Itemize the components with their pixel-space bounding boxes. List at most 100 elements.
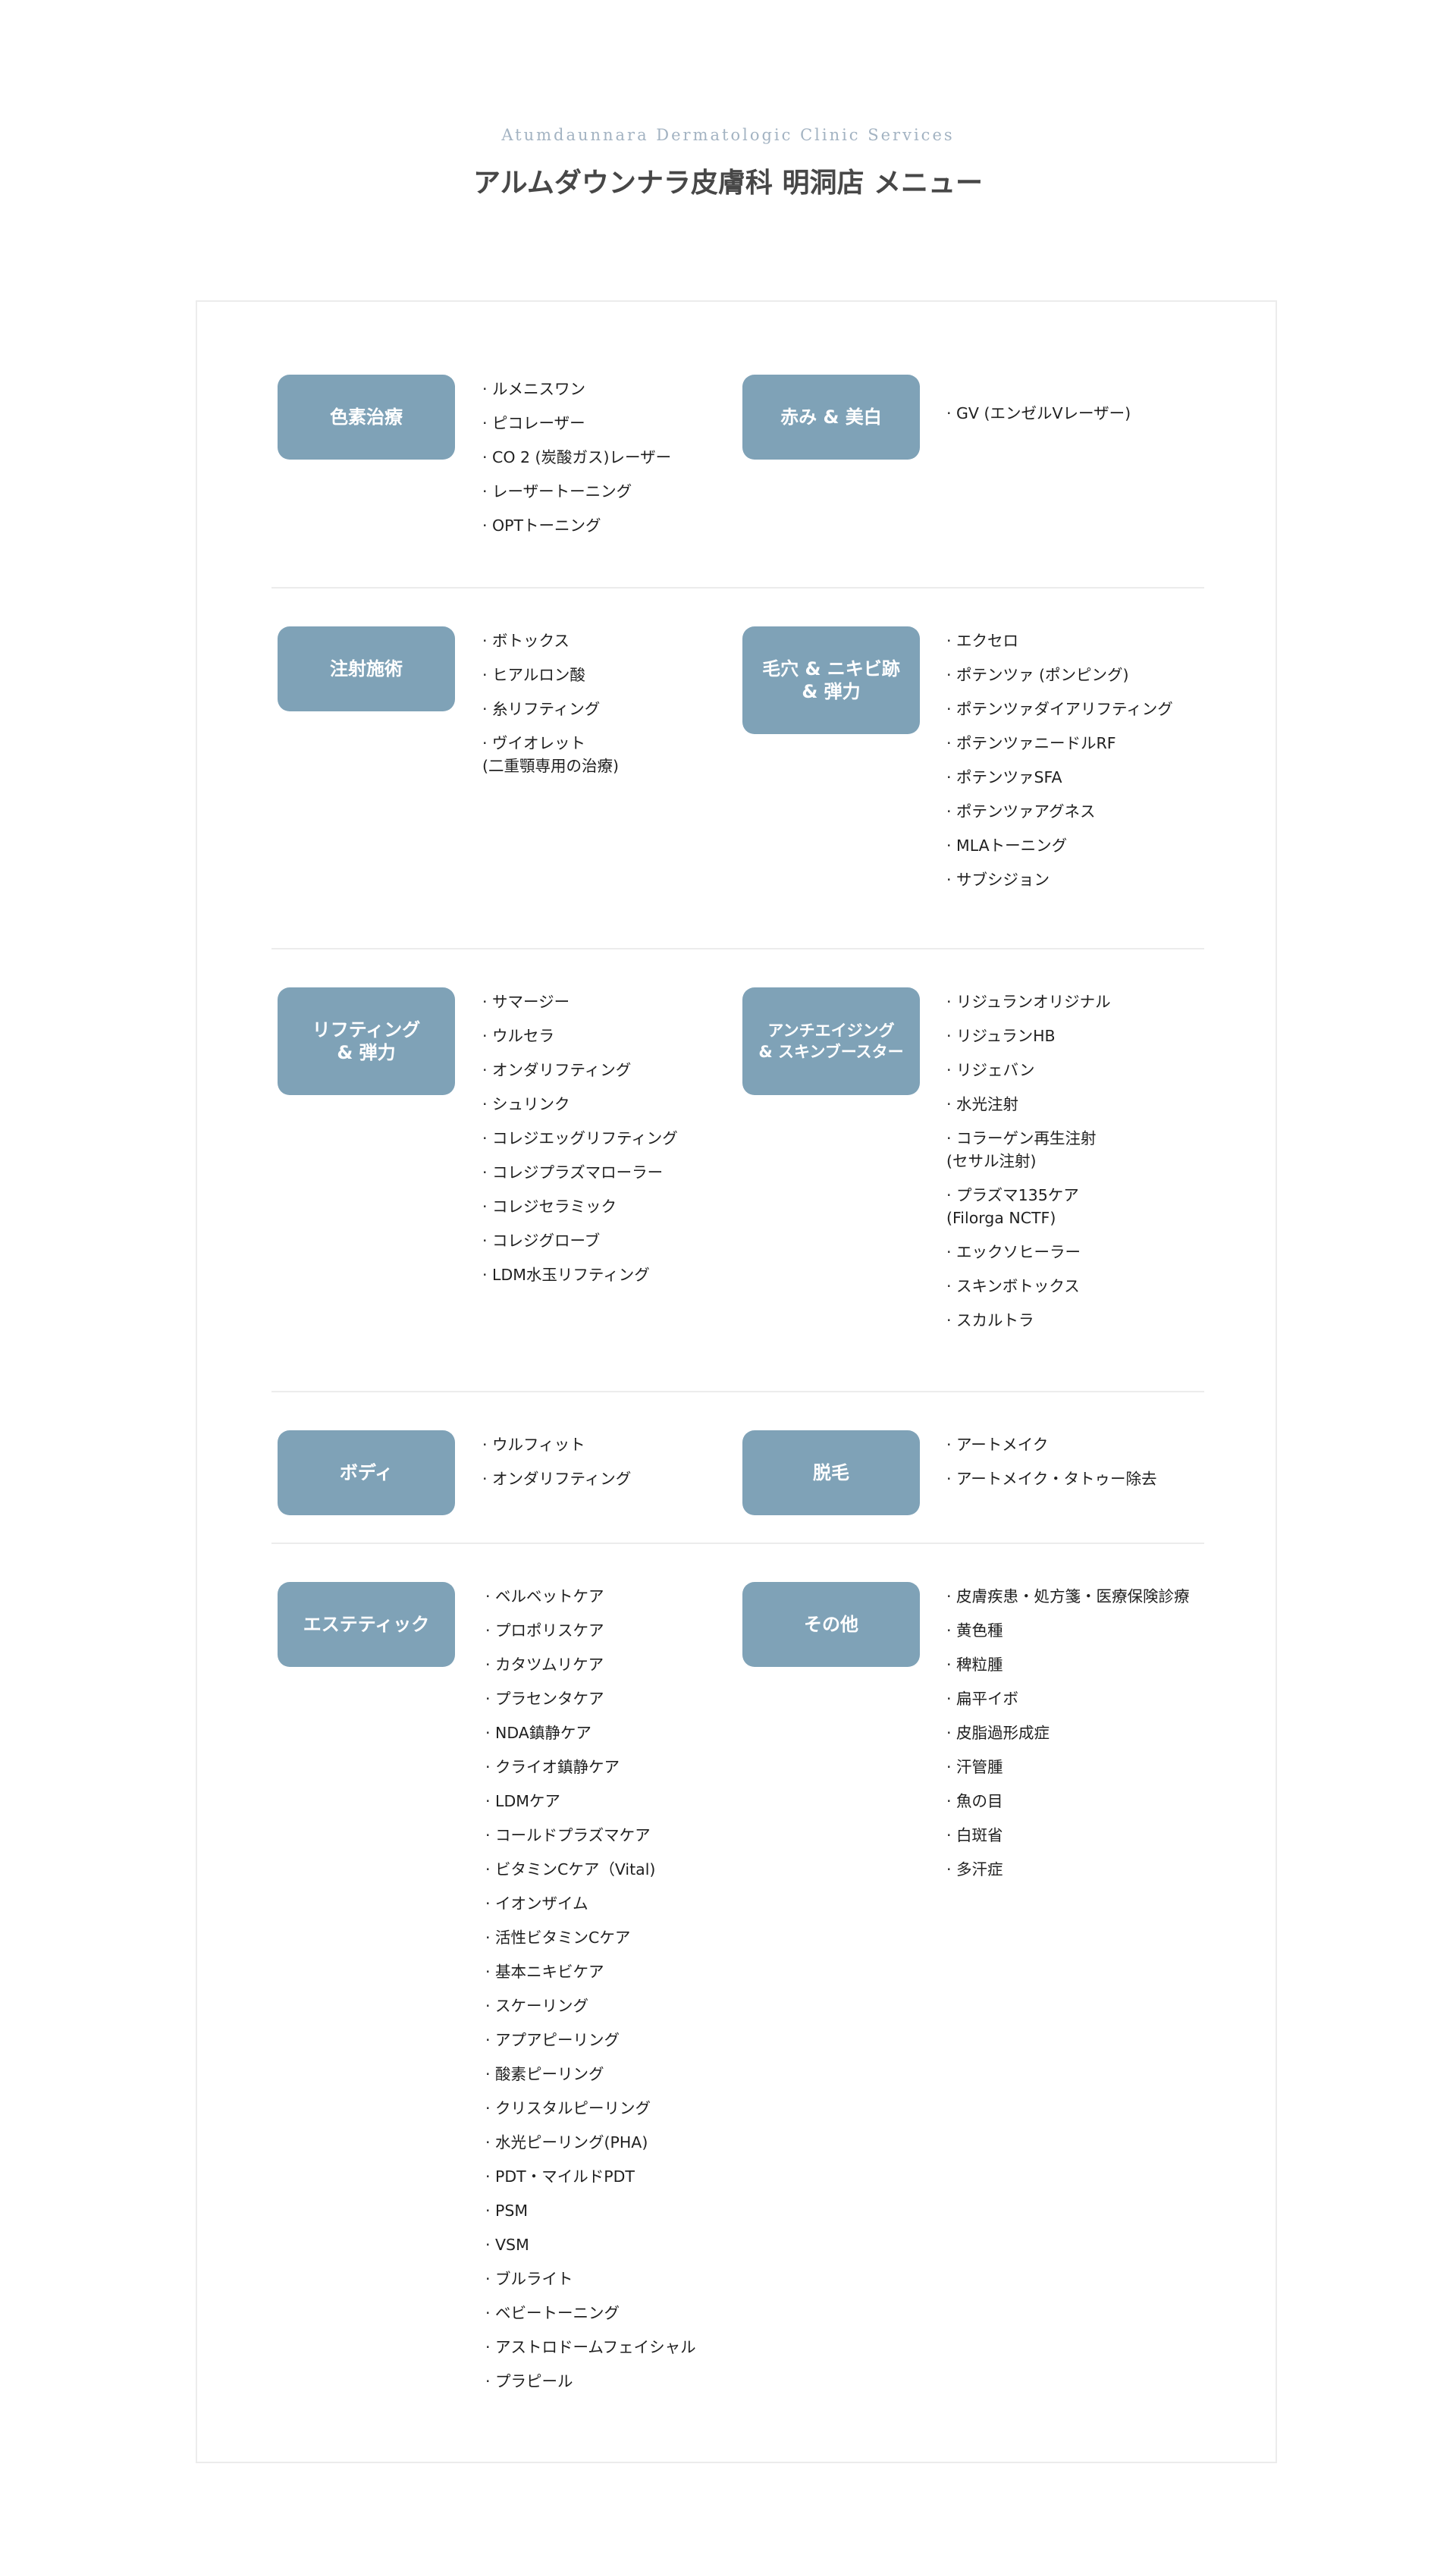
list-item: · コレジプラズマローラー [482, 1163, 664, 1182]
list-item: · プラズマ135ケア (Filorga NCTF) [946, 1186, 1079, 1227]
list-other: · 皮膚疾患・処方箋・医療保険診療 · 黄色種 · 稗粒腫 · 扁平イボ · 皮… [946, 1585, 1190, 1892]
category-injection: 注射施術 [278, 626, 455, 711]
category-redness: 赤み & 美白 [742, 375, 920, 460]
list-antiaging: · リジュランオリジナル · リジュランHB · リジェバン · 水光注射 · … [946, 990, 1111, 1343]
list-item: · アプアピーリング [485, 2031, 620, 2049]
list-item: · ボトックス [482, 632, 570, 650]
list-item: · OPTトーニング [482, 516, 601, 535]
list-item: · サブシジョン [946, 871, 1050, 889]
row-divider [271, 1543, 1204, 1544]
list-item: · ウルフィット [482, 1436, 585, 1454]
list-item: · 皮脂過形成症 [946, 1724, 1050, 1742]
list-item: · LDM水玉リフティング [482, 1266, 650, 1284]
list-item: · プラピール [485, 2372, 573, 2390]
list-item: · CO 2 (炭酸ガス)レーザー [482, 448, 672, 466]
list-item: · 酸素ピーリング [485, 2065, 604, 2083]
list-pigment: · ルメニスワン · ピコレーザー · CO 2 (炭酸ガス)レーザー · レー… [482, 378, 671, 548]
list-item: · 白斑省 [946, 1826, 1003, 1844]
list-item: · 多汗症 [946, 1860, 1003, 1878]
list-item: · リジェバン [946, 1061, 1035, 1079]
category-body: ボディ [278, 1430, 455, 1515]
list-item: · スキンボトックス [946, 1277, 1080, 1295]
list-item: · サマージー [482, 993, 570, 1011]
list-lifting: · サマージー · ウルセラ · オンダリフティング · シュリンク · コレジ… [482, 990, 678, 1298]
list-item: · スケーリング [485, 1997, 589, 2015]
list-item: · クライオ鎮静ケア [485, 1758, 620, 1776]
list-item: · アートメイク [946, 1436, 1049, 1454]
list-item: · ウルセラ [482, 1027, 555, 1045]
list-item: · ポテンツァニードルRF [946, 734, 1116, 752]
list-item: · PDT・マイルドPDT [485, 2167, 635, 2186]
list-item: · コレジグローブ [482, 1232, 601, 1250]
list-item: · GV (エンゼルVレーザー) [946, 404, 1131, 422]
list-item: · ヴイオレット (二重顎専用の治療) [482, 734, 619, 775]
list-item: · ポテンツァ (ポンピング) [946, 666, 1129, 684]
list-item: · リジュランオリジナル [946, 993, 1111, 1011]
list-item: · コールドプラズマケア [485, 1826, 651, 1844]
list-item: · ビタミンCケア（Vital) [485, 1860, 656, 1878]
list-redness: · GV (エンゼルVレーザー) [946, 402, 1131, 436]
menu-panel: 色素治療 · ルメニスワン · ピコレーザー · CO 2 (炭酸ガス)レーザー… [196, 300, 1277, 2463]
list-item: · プロポリスケア [485, 1621, 604, 1640]
list-item: · オンダリフティング [482, 1470, 632, 1488]
list-item: · 扁平イボ [946, 1690, 1019, 1708]
list-item: · 水光ピーリング(PHA) [485, 2133, 648, 2152]
list-item: · ポテンツァアグネス [946, 802, 1096, 821]
list-item: · アストロドームフェイシャル [485, 2338, 696, 2356]
list-item: · シュリンク [482, 1095, 570, 1113]
list-item: · スカルトラ [946, 1311, 1034, 1329]
list-item: · 水光注射 [946, 1095, 1019, 1113]
list-item: · 活性ビタミンCケア [485, 1929, 631, 1947]
category-other: その他 [742, 1582, 920, 1667]
list-item: · エクセロ [946, 632, 1019, 650]
list-item: · LDMケア [485, 1792, 560, 1810]
list-item: · コラーゲン再生注射 (セサル注射) [946, 1129, 1097, 1170]
list-item: · ルメニスワン [482, 380, 586, 398]
category-pores: 毛穴 & ニキビ跡 & 弾力 [742, 626, 920, 734]
list-item: · カタツムリケア [485, 1656, 604, 1674]
list-item: · アートメイク・タトゥー除去 [946, 1470, 1157, 1488]
list-body: · ウルフィット · オンダリフティング [482, 1433, 631, 1502]
list-item: · コレジセラミック [482, 1197, 617, 1216]
list-item: · 糸リフティング [482, 700, 601, 718]
list-item: · ブルライト [485, 2270, 573, 2288]
header-eyebrow: Atumdaunnara Dermatologic Clinic Service… [501, 126, 955, 144]
list-item: · 汗管腫 [946, 1758, 1003, 1776]
list-item: · MLAトーニング [946, 836, 1068, 855]
list-item: · イオンザイム [485, 1894, 588, 1913]
list-item: · クリスタルピーリング [485, 2099, 651, 2117]
list-item: · コレジエッグリフティング [482, 1129, 678, 1147]
category-esthetic: エステティック [278, 1582, 455, 1667]
list-item: · ポテンツァダイアリフティング [946, 700, 1173, 718]
row-divider [271, 587, 1204, 588]
list-item: · NDA鎮静ケア [485, 1724, 592, 1742]
list-item: · エックソヒーラー [946, 1243, 1081, 1261]
list-hair-removal: · アートメイク · アートメイク・タトゥー除去 [946, 1433, 1156, 1502]
list-injection: · ボトックス · ヒアルロン酸 · 糸リフティング · ヴイオレット (二重顎… [482, 629, 619, 789]
list-item: · 魚の目 [946, 1792, 1003, 1810]
row-divider [271, 948, 1204, 949]
list-item: · VSM [485, 2236, 529, 2254]
list-item: · 黄色種 [946, 1621, 1003, 1640]
list-item: · 皮膚疾患・処方箋・医療保険診療 [946, 1587, 1190, 1605]
list-item: · 稗粒腫 [946, 1656, 1003, 1674]
list-item: · ベルベットケア [485, 1587, 604, 1605]
list-item: · PSM [485, 2202, 529, 2220]
page-title: アルムダウンナラ皮膚科 明洞店 メニュー [473, 168, 983, 199]
category-lifting: リフティング & 弾力 [278, 987, 455, 1095]
category-antiaging: アンチエイジング & スキンブースター [742, 987, 920, 1095]
list-item: · ピコレーザー [482, 414, 585, 432]
list-item: · プラセンタケア [485, 1690, 604, 1708]
category-pigment: 色素治療 [278, 375, 455, 460]
list-pores: · エクセロ · ポテンツァ (ポンピング) · ポテンツァダイアリフティング … [946, 629, 1173, 902]
list-item: · ベビートーニング [485, 2304, 620, 2322]
list-item: · オンダリフティング [482, 1061, 632, 1079]
list-item: · ポテンツァSFA [946, 768, 1062, 786]
list-item: · レーザートーニング [482, 482, 632, 501]
list-item: · リジュランHB [946, 1027, 1056, 1045]
list-item: · ヒアルロン酸 [482, 666, 585, 684]
list-item: · 基本ニキビケア [485, 1963, 604, 1981]
list-esthetic: · ベルベットケア · プロポリスケア · カタツムリケア · プラセンタケア … [485, 1585, 696, 2404]
category-hair-removal: 脱毛 [742, 1430, 920, 1515]
row-divider [271, 1391, 1204, 1392]
